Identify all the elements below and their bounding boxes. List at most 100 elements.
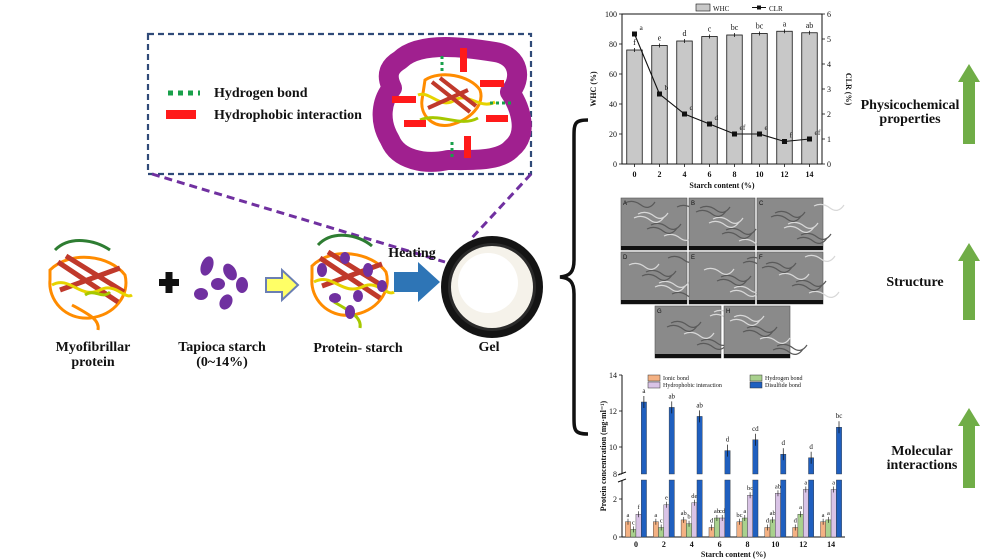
y2-tick-label: 1	[827, 135, 831, 144]
disulfide-bar-upper	[696, 416, 703, 475]
bond-bar	[691, 502, 698, 538]
sem-texture	[696, 342, 728, 350]
sem-texture	[795, 279, 827, 287]
whc-bar	[651, 45, 668, 165]
sem-texture	[703, 267, 735, 275]
sem-scale-bar	[757, 246, 823, 250]
sem-scale-bar	[757, 300, 823, 304]
sem-texture	[721, 231, 753, 239]
x-tick-label: 2	[658, 170, 662, 179]
sem-texture	[774, 210, 806, 218]
sem-scale-bar	[689, 246, 755, 250]
bond-bar	[830, 489, 837, 538]
physicochemical-label-line2: properties	[879, 112, 941, 127]
zoom-line-left	[151, 172, 446, 264]
sem-panel-label: G	[657, 309, 662, 315]
hydrogen-bond-legend-label: Hydrogen bond	[214, 86, 308, 101]
bar-letter: de	[691, 493, 697, 500]
bond-bar	[635, 514, 642, 538]
whc-letter: ab	[806, 21, 814, 30]
bar-letter: ab	[770, 510, 776, 517]
sem-panel-label: F	[759, 255, 763, 261]
bar-letter: a	[804, 480, 807, 487]
tapioca-starch-granules	[194, 256, 248, 310]
zoom-box	[146, 32, 533, 176]
x-tick-label: 0	[633, 170, 637, 179]
clr-point	[632, 31, 637, 37]
sem-texture	[787, 221, 819, 229]
bar-letter: ab	[714, 508, 720, 515]
up-arrow-physicochemical	[958, 64, 980, 144]
sem-texture	[624, 200, 656, 208]
heating-label: Heating	[388, 246, 435, 261]
y-tick-label: 60	[609, 70, 617, 79]
y-tick-label: 0	[613, 160, 617, 169]
legend-swatch	[647, 374, 661, 382]
plus-icon	[159, 272, 179, 293]
disulfide-bar-lower	[780, 479, 787, 538]
y-tick-label: 40	[609, 100, 617, 109]
x-tick-label: 8	[745, 540, 749, 549]
disulfide-bar-upper	[641, 401, 647, 475]
physicochemical-label-line1: Physicochemical	[861, 98, 960, 113]
legend-swatch	[749, 381, 763, 389]
x-tick-label: 8	[733, 170, 737, 179]
x-tick-label: 4	[683, 170, 687, 179]
y2-axis-label: CLR (%)	[844, 73, 853, 106]
y2-tick-label: 0	[827, 160, 831, 169]
bar-letter: cd	[752, 425, 759, 433]
sem-panel-label: H	[726, 309, 730, 315]
x-tick-label: 6	[708, 170, 712, 179]
y-tick-label: 10	[609, 443, 617, 452]
sem-texture	[800, 232, 832, 240]
bar-letter: d	[794, 518, 798, 525]
sem-texture	[796, 236, 828, 244]
molecular-label-line1: Molecular	[891, 444, 952, 459]
sem-scale-bar	[621, 300, 687, 304]
y-tick-label: 2	[613, 495, 617, 504]
sem-panel-label: D	[623, 255, 628, 261]
sem-texture	[729, 318, 761, 326]
clr-point	[807, 136, 812, 142]
bar-letter: c	[660, 518, 663, 525]
y-tick-label: 12	[609, 407, 617, 416]
y-tick-label: 80	[609, 40, 617, 49]
sem-texture	[808, 290, 840, 298]
bar-letter: a	[642, 387, 646, 395]
sem-texture	[729, 289, 761, 297]
clr-letter: c	[690, 103, 694, 112]
y2-tick-label: 6	[827, 10, 831, 19]
whc-letter: a	[783, 19, 787, 28]
clr-letter: b	[665, 83, 669, 92]
sem-texture	[695, 209, 727, 217]
legend-swatch	[647, 381, 661, 389]
legend-label: Disulfide bond	[765, 382, 801, 389]
hydrophobic-legend-label: Hydrophobic interaction	[214, 108, 362, 123]
whc-letter: c	[708, 25, 712, 34]
sem-panel-label: B	[691, 201, 695, 207]
whc-letter: e	[658, 34, 662, 43]
whc-bar	[751, 33, 768, 165]
sem-texture	[765, 261, 797, 269]
structure-label: Structure	[886, 275, 943, 290]
bar-letter: d	[726, 436, 730, 444]
sem-image	[654, 305, 722, 359]
bar-letter: d	[710, 518, 714, 525]
sem-texture	[666, 324, 698, 332]
clr-letter: ef	[815, 128, 821, 137]
sem-texture	[725, 227, 757, 235]
legend-swatch-whc	[695, 3, 711, 12]
axis-break-mark	[617, 478, 627, 483]
sem-texture	[646, 226, 678, 234]
sem-texture	[712, 216, 744, 224]
sem-texture	[708, 220, 740, 228]
whc-bar	[776, 30, 793, 165]
sem-texture	[641, 273, 673, 281]
x-tick-label: 10	[756, 170, 764, 179]
sem-texture	[791, 283, 823, 291]
bond-bar	[663, 504, 670, 538]
y2-tick-label: 2	[827, 110, 831, 119]
whc-bar	[801, 32, 818, 165]
